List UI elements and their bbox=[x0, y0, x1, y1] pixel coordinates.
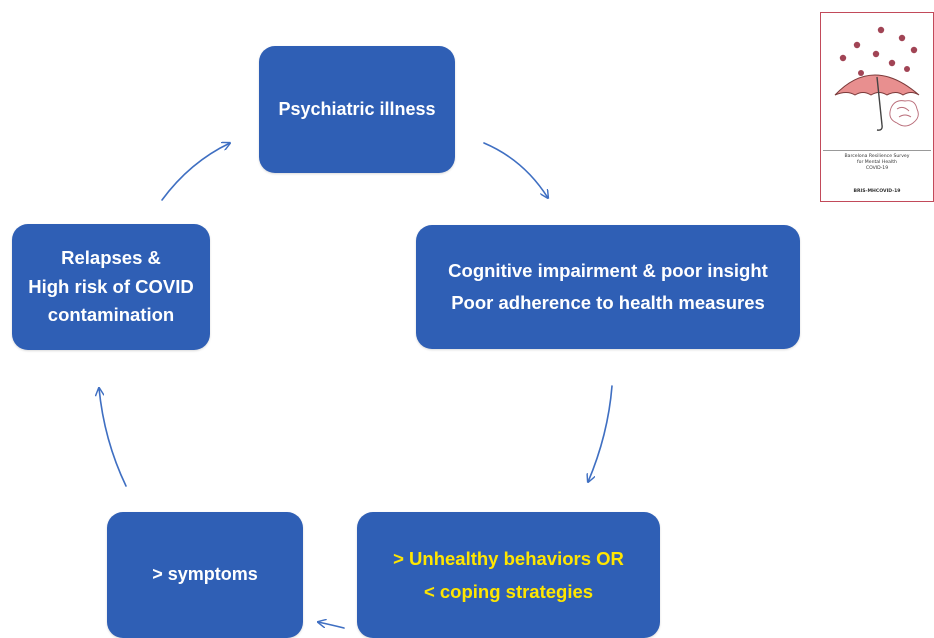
logo-illustration bbox=[834, 26, 920, 131]
node-label: Poor adherence to health measures bbox=[451, 292, 765, 313]
logo-caption-line: Barcelona Resilience Survey bbox=[844, 154, 910, 159]
survey-logo: Barcelona Resilience Survey for Mental H… bbox=[820, 12, 934, 202]
arrow-cognitive-to-unhealthy bbox=[588, 385, 613, 482]
arrow-psychiatric-to-cognitive bbox=[483, 142, 548, 198]
arrow-unhealthy-to-symptoms bbox=[318, 622, 345, 629]
node-psychiatric-illness: Psychiatric illness bbox=[259, 46, 455, 173]
node-label: Cognitive impairment & poor insight bbox=[448, 259, 768, 281]
node-label: < coping strategies bbox=[423, 581, 594, 602]
logo-acronym: BRIS-MHCOVID-19 bbox=[853, 189, 901, 194]
virus-icon bbox=[839, 26, 918, 76]
arrow-symptoms-to-relapses bbox=[99, 388, 127, 487]
logo-caption-line: COVID-19 bbox=[865, 166, 889, 171]
node-label: > symptoms bbox=[152, 564, 258, 585]
node-label: contamination bbox=[47, 304, 175, 326]
brain-icon bbox=[889, 100, 919, 127]
node-relapses: Relapses & High risk of COVID contaminat… bbox=[12, 224, 210, 350]
arrow-relapses-to-psychiatric bbox=[161, 143, 230, 201]
node-symptoms: > symptoms bbox=[107, 512, 303, 638]
logo-caption-line: for Mental Health bbox=[857, 160, 897, 165]
logo-divider bbox=[823, 150, 931, 151]
umbrella-icon bbox=[834, 74, 920, 131]
node-label: Relapses & bbox=[61, 246, 161, 268]
node-cognitive-impairment: Cognitive impairment & poor insight Poor… bbox=[416, 225, 800, 349]
node-label: > Unhealthy behaviors OR bbox=[393, 547, 624, 569]
node-unhealthy-behaviors: > Unhealthy behaviors OR < coping strate… bbox=[357, 512, 660, 638]
node-label: Psychiatric illness bbox=[278, 98, 436, 119]
node-label: High risk of COVID bbox=[28, 275, 194, 297]
